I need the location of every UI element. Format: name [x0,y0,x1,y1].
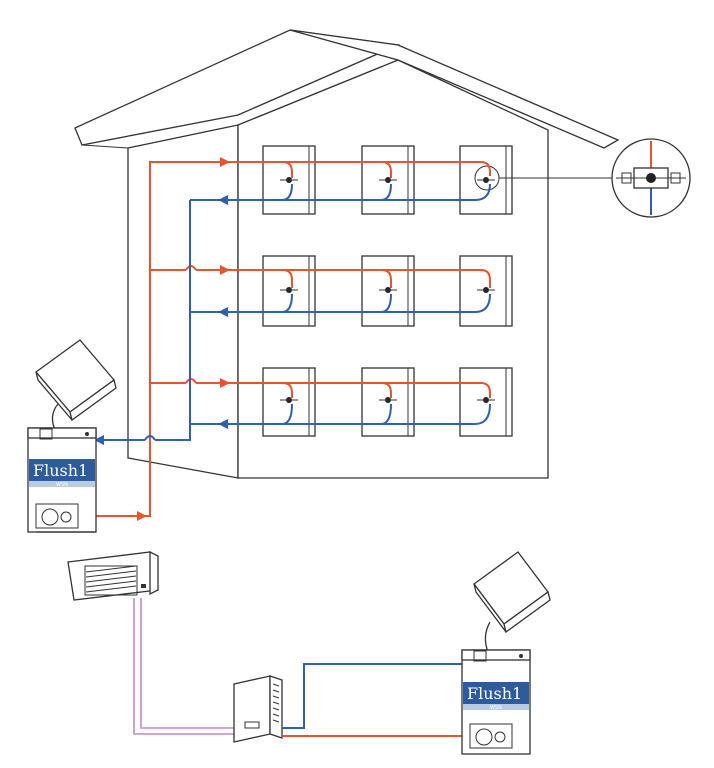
house-side-wall [127,124,239,479]
radiator [459,145,513,215]
roof-slope [74,29,401,146]
main-heating-unit: Flush1 WSN [27,339,117,533]
remote-supply-lines [282,663,490,737]
control-box [35,339,117,433]
radiator [459,367,513,437]
radiator [361,367,415,437]
remote-control-box [473,551,551,653]
refrigerant-lines [133,598,236,735]
house [74,29,620,479]
radiator [262,255,316,327]
radiator [361,145,415,215]
brand-sub-label: WSN [56,482,68,488]
radiator [361,255,415,327]
radiator-grid [262,145,513,437]
hot-water-supply [78,157,491,521]
radiator [262,367,316,437]
remote-heating-unit: Flush1 WSN [461,551,551,755]
roof-ridge [289,29,620,149]
remote-brand-sub-label: WSN [490,705,502,711]
radiator [459,255,513,327]
outdoor-unit [233,675,283,743]
brand-band [29,459,95,481]
brand-label: Flush1 [33,461,88,480]
remote-brand-label: Flush1 [467,684,522,703]
remote-brand-band [463,682,529,704]
wall-air-unit [67,550,159,601]
valve-detail-callout [499,138,691,218]
radiator [262,145,316,215]
return-water [96,183,491,440]
